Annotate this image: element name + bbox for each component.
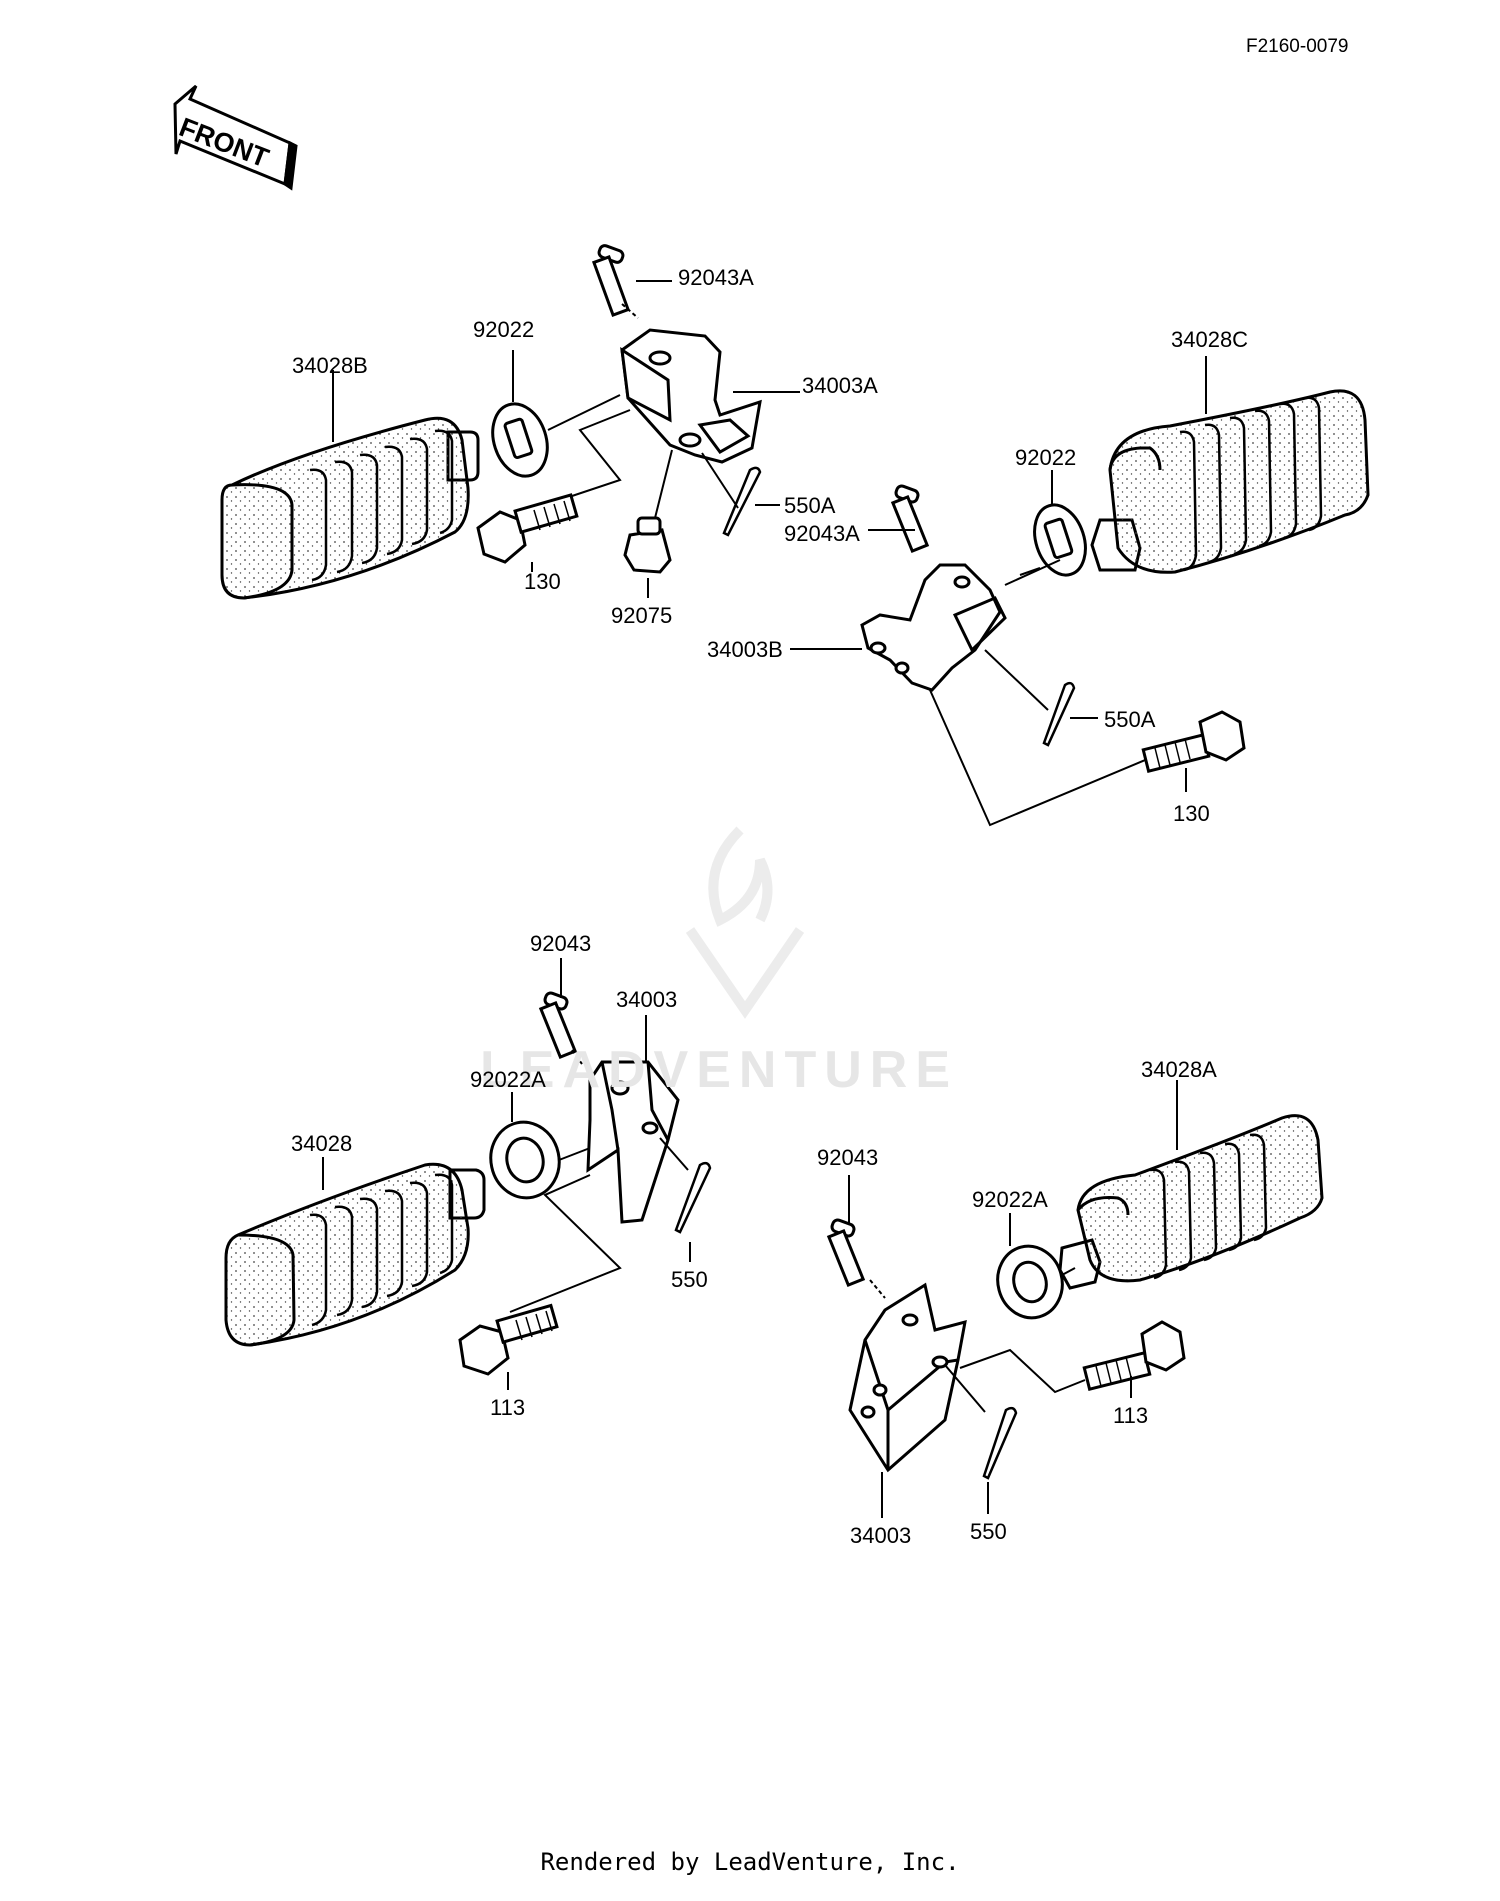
part-label-92022: 92022	[473, 317, 535, 342]
pin-92043A-mid	[890, 484, 930, 554]
part-label-550: 550	[970, 1519, 1007, 1544]
bolt-130-left	[476, 493, 579, 564]
part-label-113: 113	[490, 1395, 526, 1420]
part-label-34028A: 34028A	[1141, 1057, 1217, 1082]
bracket-34003A	[620, 328, 762, 464]
part-label-550: 550	[671, 1267, 708, 1292]
part-label-92043: 92043	[817, 1145, 879, 1170]
part-label-113: 113	[1113, 1403, 1149, 1428]
cotter-pin-550A-lower	[1042, 681, 1076, 747]
footer-credit: Rendered by LeadVenture, Inc.	[540, 1848, 960, 1876]
bracket-34003-upper	[586, 1060, 680, 1224]
part-label-550A: 550A	[784, 493, 836, 518]
footpeg-34028	[224, 1162, 486, 1347]
washer-92022A-right	[996, 1244, 1064, 1320]
part-label-92022: 92022	[1015, 445, 1077, 470]
part-label-130: 130	[524, 569, 561, 594]
washer-92022-left	[491, 402, 549, 478]
footpeg-34028B	[220, 416, 480, 600]
drawing-code: F2160-0079	[1246, 36, 1349, 57]
bolt-113-left	[458, 1303, 559, 1376]
pin-92043-left	[538, 991, 578, 1060]
part-label-34028: 34028	[291, 1131, 353, 1156]
part-label-92022A: 92022A	[972, 1187, 1048, 1212]
footpeg-34028A	[1058, 1114, 1324, 1290]
part-label-34003B: 34003B	[707, 637, 783, 662]
part-label-34003: 34003	[616, 987, 678, 1012]
part-label-92043A: 92043A	[784, 521, 860, 546]
cotter-pin-550-right	[982, 1406, 1018, 1480]
washer-92022A-left	[489, 1120, 561, 1200]
bracket-34003-lower	[848, 1282, 967, 1473]
part-label-92022A: 92022A	[470, 1067, 546, 1092]
part-label-92043: 92043	[530, 931, 592, 956]
pin-92043A-top	[591, 244, 631, 317]
part-label-130: 130	[1173, 801, 1210, 826]
part-label-34003: 34003	[850, 1523, 912, 1548]
part-label-34003A: 34003A	[802, 373, 878, 398]
rubber-stopper-92075	[623, 516, 672, 574]
bolt-130-right	[1141, 710, 1246, 773]
part-label-34028C: 34028C	[1171, 327, 1249, 352]
watermark: LEADVENTURE	[480, 1041, 959, 1099]
watermark-logo-icon	[685, 826, 805, 1019]
front-arrow-icon	[173, 84, 298, 191]
bracket-34003B	[860, 563, 1007, 692]
washer-92022-right	[1033, 503, 1087, 577]
part-label-550A: 550A	[1104, 707, 1156, 732]
part-label-92043A: 92043A	[678, 265, 754, 290]
footpeg-34028C	[1090, 389, 1370, 574]
part-label-34028B: 34028B	[292, 353, 368, 378]
cotter-pin-550A-upper	[722, 466, 762, 537]
pin-92043-right	[826, 1218, 866, 1288]
part-label-92075: 92075	[611, 603, 673, 628]
bolt-113-right	[1082, 1320, 1186, 1391]
cotter-pin-550-left	[674, 1161, 712, 1234]
